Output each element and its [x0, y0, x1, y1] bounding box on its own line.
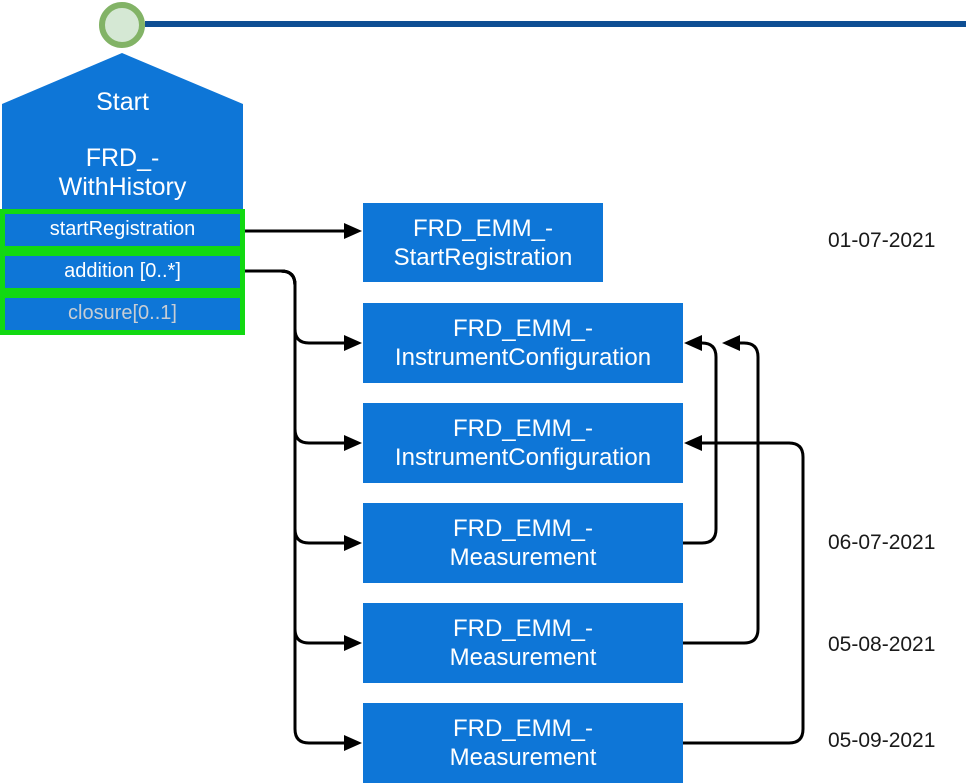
node-label-line2: InstrumentConfiguration [394, 444, 652, 471]
arrowhead-right-icon [344, 223, 362, 239]
arrowhead-right-icon [344, 735, 362, 751]
node-label-line2: Measurement [449, 544, 597, 571]
start-node-pentagon[interactable] [2, 53, 243, 209]
node-label-line2: StartRegistration [393, 243, 573, 271]
arrowhead-right-icon [344, 635, 362, 651]
arrowhead-left-icon [684, 435, 702, 451]
attribute-row-closure[interactable]: closure[0..1] [0, 293, 245, 335]
connector-measurement2-to-config1 [683, 341, 760, 645]
connector-addition-5 [245, 269, 344, 745]
node-label-line2: Measurement [449, 744, 597, 771]
node-label-line1: FRD_EMM_- [452, 315, 593, 342]
connector-lines [245, 229, 805, 745]
node-frd-emm-measurement-1[interactable]: FRD_EMM_- Measurement [363, 503, 683, 583]
arrowhead-right-icon [344, 335, 362, 351]
start-node-title: Start [96, 88, 149, 116]
node-frd-emm-instrumentconfiguration-2[interactable]: FRD_EMM_- InstrumentConfiguration [363, 403, 683, 483]
start-node-type-line1: FRD_- [85, 144, 160, 172]
attribute-row-startregistration[interactable]: startRegistration [0, 209, 245, 251]
node-label-line1: FRD_EMM_- [452, 515, 593, 542]
connector-measurement1-to-config1 [683, 341, 718, 545]
connector-arrowheads [344, 223, 740, 751]
node-label-line2: InstrumentConfiguration [394, 344, 652, 371]
node-label-line1: FRD_EMM_- [452, 415, 593, 442]
date-label-2: 06-07-2021 [828, 531, 936, 554]
node-frd-emm-startregistration[interactable]: FRD_EMM_- StartRegistration [363, 203, 603, 282]
timeline-start-circle-icon[interactable] [99, 2, 145, 48]
node-label-line1: FRD_EMM_- [452, 615, 593, 642]
node-frd-emm-measurement-3[interactable]: FRD_EMM_- Measurement [363, 703, 683, 783]
connector-measurement3-to-config2 [683, 441, 805, 745]
node-label-line2: Measurement [449, 644, 597, 671]
arrowhead-left-icon [722, 335, 740, 351]
attribute-row-addition[interactable]: addition [0..*] [0, 251, 245, 293]
arrowhead-right-icon [344, 535, 362, 551]
arrowhead-right-icon [344, 435, 362, 451]
node-label-line1: FRD_EMM_- [452, 715, 593, 742]
start-node-type-line2: WithHistory [58, 173, 187, 201]
node-frd-emm-measurement-2[interactable]: FRD_EMM_- Measurement [363, 603, 683, 683]
node-frd-emm-instrumentconfiguration-1[interactable]: FRD_EMM_- InstrumentConfiguration [363, 303, 683, 383]
date-label-1: 01-07-2021 [828, 229, 936, 252]
arrowhead-left-icon [684, 335, 702, 351]
date-label-3: 05-08-2021 [828, 633, 936, 656]
node-label-line1: FRD_EMM_- [412, 214, 553, 242]
date-label-4: 05-09-2021 [828, 729, 936, 752]
start-node-type-name: FRD_- WithHistory [2, 144, 243, 202]
